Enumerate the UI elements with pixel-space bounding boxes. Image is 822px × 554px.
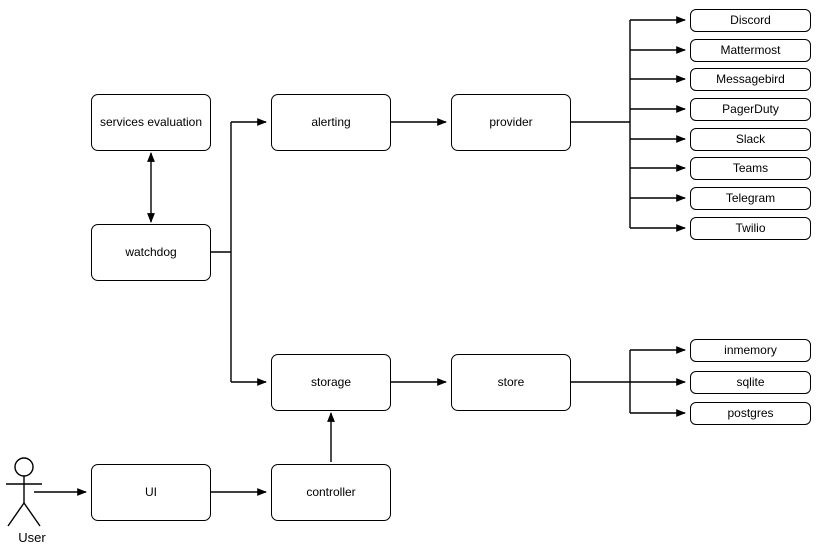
actor-head-icon: [14, 457, 34, 477]
node-alerting-label: alerting: [311, 115, 351, 130]
node-store-inmemory[interactable]: inmemory: [690, 339, 811, 362]
node-provider-twilio[interactable]: Twilio: [690, 217, 811, 240]
node-watchdog-label: watchdog: [125, 245, 177, 260]
node-provider-teams-label: Teams: [732, 161, 769, 176]
node-store[interactable]: store: [451, 354, 571, 411]
node-provider-mattermost[interactable]: Mattermost: [690, 39, 811, 62]
node-provider-slack-label: Slack: [735, 132, 766, 147]
node-provider-messagebird[interactable]: Messagebird: [690, 68, 811, 91]
node-provider-telegram-label: Telegram: [725, 191, 776, 206]
node-storage[interactable]: storage: [271, 354, 391, 411]
node-provider-pagerduty-label: PagerDuty: [722, 102, 779, 117]
node-services-evaluation[interactable]: services evaluation: [91, 94, 211, 151]
node-controller-label: controller: [306, 485, 356, 500]
node-storage-label: storage: [310, 375, 352, 390]
node-provider[interactable]: provider: [451, 94, 571, 151]
node-provider-discord[interactable]: Discord: [690, 9, 811, 32]
node-provider-pagerduty[interactable]: PagerDuty: [690, 98, 811, 121]
node-provider-twilio-label: Twilio: [735, 221, 766, 236]
node-store-sqlite[interactable]: sqlite: [690, 371, 811, 394]
actor-label: User: [18, 530, 46, 545]
node-alerting[interactable]: alerting: [271, 94, 391, 151]
node-provider-slack[interactable]: Slack: [690, 128, 811, 151]
node-store-postgres-label: postgres: [727, 406, 774, 421]
node-store-inmemory-label: inmemory: [724, 343, 777, 358]
node-store-postgres[interactable]: postgres: [690, 402, 811, 425]
node-provider-messagebird-label: Messagebird: [716, 72, 785, 87]
actor-left-leg-icon: [7, 502, 25, 527]
node-provider-teams[interactable]: Teams: [690, 157, 811, 180]
node-watchdog[interactable]: watchdog: [91, 224, 211, 281]
node-provider-label: provider: [489, 115, 533, 130]
node-store-label: store: [497, 375, 525, 390]
node-store-sqlite-label: sqlite: [736, 375, 765, 390]
node-ui[interactable]: UI: [91, 464, 211, 521]
node-provider-mattermost-label: Mattermost: [720, 43, 781, 58]
node-controller[interactable]: controller: [271, 464, 391, 521]
node-services-evaluation-label: services evaluation: [99, 115, 203, 130]
node-provider-discord-label: Discord: [730, 13, 771, 28]
node-provider-telegram[interactable]: Telegram: [690, 187, 811, 210]
node-ui-label: UI: [145, 485, 157, 500]
actor-right-leg-icon: [23, 502, 41, 527]
